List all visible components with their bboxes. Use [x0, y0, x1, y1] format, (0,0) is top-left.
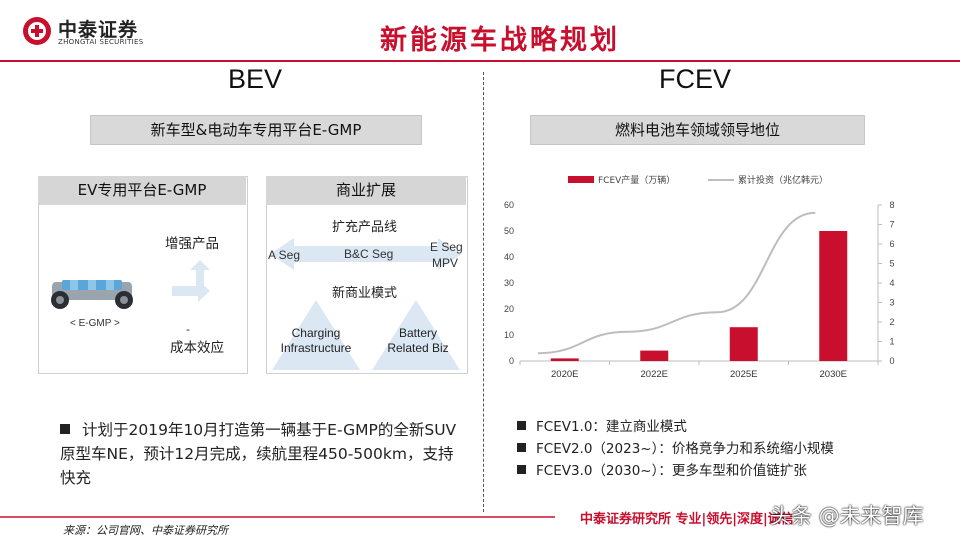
battery-line-2: Related Biz: [387, 341, 449, 355]
fcev-heading: FCEV: [658, 64, 731, 94]
y-right-tick-label: 6: [889, 239, 894, 249]
segment-double-arrow-icon: [270, 238, 462, 270]
section-divider: [483, 72, 484, 512]
y-right-tick-label: 8: [889, 200, 894, 210]
fcev-banner: 燃料电池车领域领导地位: [530, 115, 865, 145]
business-panel-title: 商业扩展: [266, 176, 466, 205]
charging-line-2: Infrastructure: [280, 341, 352, 355]
x-tick-label: 2020E: [551, 369, 578, 380]
watermark: 头条 @未来智库: [770, 504, 924, 528]
footer-brand: 中泰证券研究所 专业|领先|深度|诚信: [580, 512, 794, 527]
business-model-label: 新商业模式: [332, 286, 398, 301]
y-right-tick-label: 1: [889, 337, 894, 347]
legend-label-bar: FCEV产量（万辆）: [598, 174, 675, 186]
fcev-list-item: FCEV1.0：建立商业模式: [517, 416, 937, 438]
triangle-right: [372, 300, 460, 370]
seg-e: E Seg: [430, 240, 463, 254]
y-left-tick-label: 40: [504, 252, 514, 262]
x-tick-label: 2030E: [820, 369, 847, 380]
ev-chassis-icon: [51, 280, 133, 309]
fcev-chart: FCEV产量（万辆） 累计投资（兆亿韩元） 0 10 20 30 40 50 60 0 1 2 3 4 5 6…: [504, 174, 895, 380]
y-left-tick-label: 60: [504, 200, 514, 210]
y-right-tick-label: 4: [889, 278, 894, 288]
charging-infra-label: Charging Infrastructure: [268, 326, 364, 356]
page-title: 新能源车战略规划: [380, 25, 620, 56]
source-note: 来源：公司官网、中泰证券研究所: [63, 524, 228, 537]
bev-bullet-text: 计划于2019年10月打造第一辆基于E-GMP的全新SUV原型车NE，预计12月…: [60, 421, 457, 487]
lineup-label: 扩充产品线: [332, 220, 398, 235]
egmp-caption: < E-GMP >: [70, 318, 120, 329]
egmp-panel: [38, 176, 248, 374]
fcev-item-3: FCEV3.0（2030~）：更多车型和价值链扩张: [536, 463, 807, 479]
y-right-tick-label: 3: [889, 298, 894, 308]
fcev-item-1: FCEV1.0：建立商业模式: [536, 419, 687, 435]
seg-bc: B&C Seg: [344, 247, 394, 261]
y-right-tick-label: 7: [889, 220, 894, 230]
bar-fcev-production: [640, 350, 669, 361]
y-right-tick-label: 2: [889, 317, 894, 327]
triangle-left: [272, 300, 360, 370]
y-right-tick-label: 0: [889, 356, 894, 366]
bullet-square-icon: [517, 443, 526, 452]
y-left-tick-label: 30: [504, 278, 514, 288]
seg-a: A Seg: [268, 248, 301, 262]
fcev-item-2: FCEV2.0（2023~）：价格竞争力和系统缩小规模: [536, 441, 834, 457]
seg-mpv: MPV: [432, 256, 459, 270]
x-tick-label: 2022E: [641, 369, 668, 380]
legend-label-line: 累计投资（兆亿韩元）: [738, 174, 828, 186]
header-rule: [0, 60, 960, 62]
y-right-tick-label: 5: [889, 259, 894, 269]
fcev-list: FCEV1.0：建立商业模式 FCEV2.0（2023~）：价格竞争力和系统缩小…: [517, 416, 937, 482]
bev-bullet: 计划于2019年10月打造第一辆基于E-GMP的全新SUV原型车NE，预计12月…: [60, 418, 460, 490]
egmp-panel-title: EV专用平台E-GMP: [38, 176, 246, 205]
zhongtai-logo-icon: [23, 17, 51, 45]
bev-heading: BEV: [227, 64, 283, 94]
charging-line-1: Charging: [291, 326, 341, 340]
effect-enhance-product: 增强产品: [165, 236, 219, 252]
x-tick-label: 2025E: [730, 369, 757, 380]
footer-bar: [0, 505, 960, 531]
y-left-tick-label: 20: [504, 304, 514, 314]
business-triangles: [272, 300, 460, 370]
bar-fcev-production: [729, 327, 758, 361]
bullet-square-icon: [60, 424, 70, 434]
fcev-list-item: FCEV2.0（2023~）：价格竞争力和系统缩小规模: [517, 438, 937, 460]
bar-fcev-production: [819, 231, 848, 361]
battery-biz-label: Battery Related Biz: [370, 326, 466, 356]
effect-dash: -: [186, 322, 190, 336]
legend-swatch-bar: [568, 176, 594, 183]
y-left-tick-label: 10: [504, 330, 514, 340]
bullet-square-icon: [517, 421, 526, 430]
split-arrow-icon: [172, 260, 210, 302]
bev-banner: 新车型&电动车专用平台E-GMP: [90, 115, 422, 145]
y-left-tick-label: 0: [509, 356, 514, 366]
company-name-en: ZHONGTAI SECURITIES: [58, 38, 144, 46]
company-name: 中泰证券: [58, 19, 139, 41]
bullet-square-icon: [517, 465, 526, 474]
line-cumulative-investment: [537, 211, 816, 355]
y-left-tick-label: 50: [504, 226, 514, 236]
fcev-list-item: FCEV3.0（2030~）：更多车型和价值链扩张: [517, 460, 937, 482]
bar-fcev-production: [550, 358, 579, 361]
effect-cost: 成本效应: [170, 340, 224, 356]
battery-line-1: Battery: [398, 326, 437, 340]
